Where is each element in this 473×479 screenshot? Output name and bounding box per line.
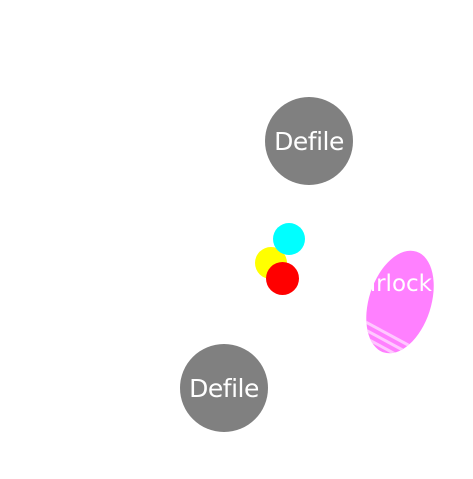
defile-obstacle-top[interactable]: Defile: [265, 97, 353, 185]
defile-label: Defile: [189, 373, 259, 403]
defile-obstacle-bottom[interactable]: Defile: [180, 344, 268, 432]
defile-label: Defile: [274, 126, 344, 156]
red-dot-icon[interactable]: [266, 262, 299, 295]
warlock-label: arlock: [366, 271, 432, 297]
warlock-ellipse-icon: [366, 248, 434, 356]
cyan-dot-icon[interactable]: [273, 223, 305, 255]
warlock-label-clip: arlock: [366, 248, 473, 358]
warlock-enemy[interactable]: [366, 248, 434, 356]
